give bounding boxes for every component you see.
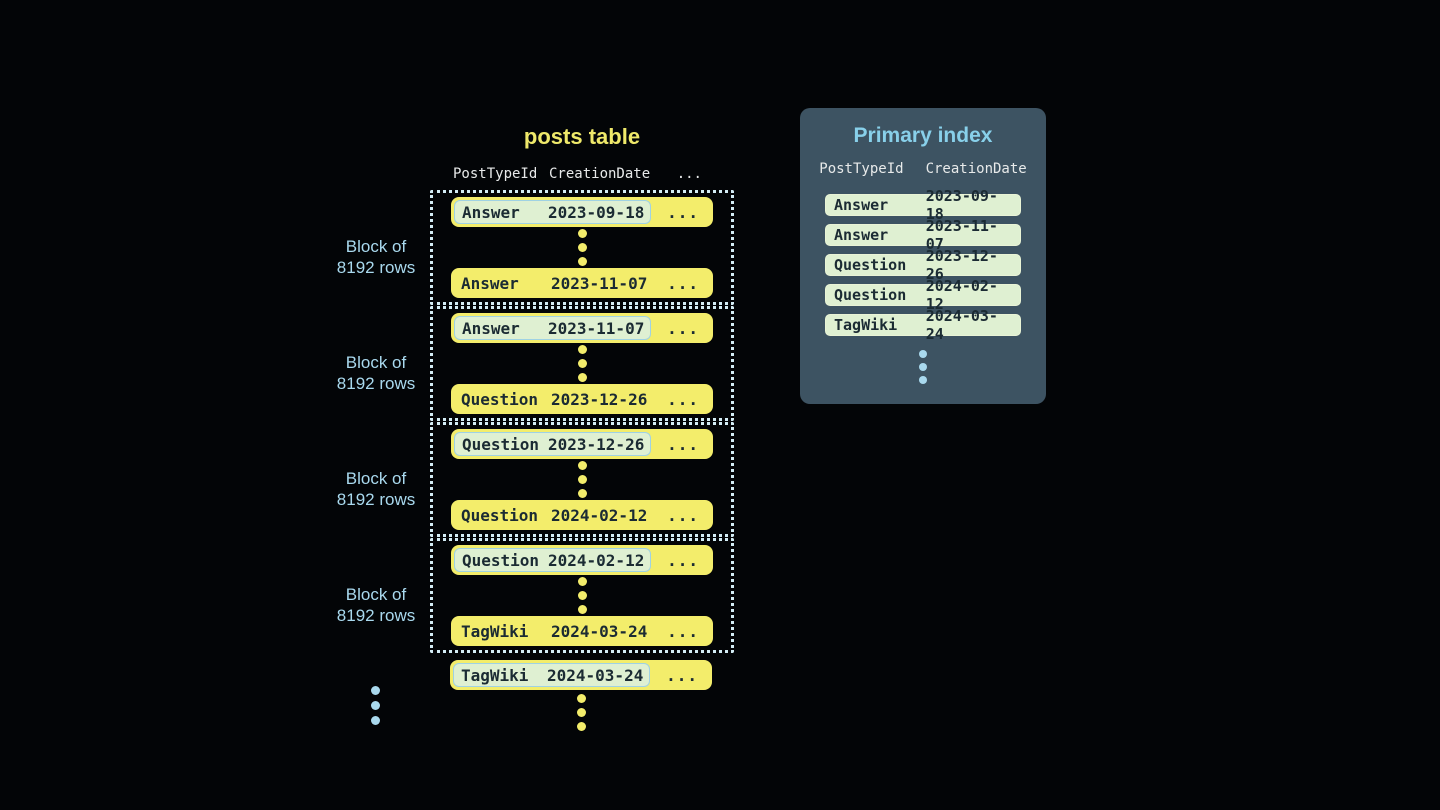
block-label-2: Block of 8192 rows: [336, 353, 416, 393]
block-label-1: Block of 8192 rows: [336, 237, 416, 277]
table-row-next-block-first: TagWiki 2024-03-24 ...: [450, 660, 712, 690]
rows-ellipsis-dots: [577, 229, 587, 266]
column-header-creationdate: CreationDate: [549, 166, 651, 182]
table-row-last-of-block: Answer 2023-11-07 ...: [451, 268, 713, 298]
row-more-ellipsis: ...: [667, 550, 699, 570]
indexed-row-highlight: Question 2024-02-12: [454, 548, 651, 572]
block-label-3: Block of 8192 rows: [336, 469, 416, 509]
primary-index-panel: Primary index PostTypeId CreationDate An…: [800, 108, 1046, 404]
rows-ellipsis-dots: [577, 461, 587, 498]
table-row-first-of-block: Question 2024-02-12 ...: [451, 545, 713, 575]
indexed-row-highlight: Answer 2023-09-18: [454, 200, 651, 224]
column-header-more-ellipsis: ...: [676, 166, 702, 182]
block-1: Answer 2023-09-18 ... Answer 2023-11-07 …: [430, 190, 734, 305]
index-column-header-creationdate: CreationDate: [925, 161, 1027, 177]
primary-index-rows: Answer 2023-09-18 Answer 2023-11-07 Ques…: [800, 187, 1046, 343]
table-row-last-of-block: TagWiki 2024-03-24 ...: [451, 616, 713, 646]
primary-index-column-headers: PostTypeId CreationDate: [800, 161, 1046, 177]
index-entry: TagWiki 2024-03-24: [825, 307, 1021, 343]
table-row-first-of-block: Answer 2023-09-18 ...: [451, 197, 713, 227]
table-row-last-of-block: Question 2023-12-26 ...: [451, 384, 713, 414]
indexed-row-highlight: Answer 2023-11-07: [454, 316, 651, 340]
index-entry: Question 2023-12-26: [825, 247, 1021, 283]
row-more-ellipsis: ...: [667, 389, 699, 409]
index-column-header-posttypeid: PostTypeId: [819, 161, 904, 177]
posts-table-title: posts table: [523, 124, 641, 149]
block-4: Question 2024-02-12 ... TagWiki 2024-03-…: [430, 538, 734, 653]
table-row-first-of-block: Answer 2023-11-07 ...: [451, 313, 713, 343]
indexed-row-highlight: Question 2023-12-26: [454, 432, 651, 456]
rows-ellipsis-dots: [577, 345, 587, 382]
row-more-ellipsis: ...: [667, 505, 699, 525]
row-more-ellipsis: ...: [667, 273, 699, 293]
index-entry: Answer 2023-11-07: [825, 217, 1021, 253]
more-index-entries-ellipsis-dots: [800, 350, 1046, 384]
row-more-ellipsis: ...: [667, 202, 699, 222]
index-entry: Question 2024-02-12: [825, 277, 1021, 313]
row-more-ellipsis: ...: [667, 318, 699, 338]
block-2: Answer 2023-11-07 ... Question 2023-12-2…: [430, 306, 734, 421]
indexed-row-highlight: TagWiki 2024-03-24: [453, 663, 650, 687]
rows-ellipsis-dots: [577, 577, 587, 614]
block-label-4: Block of 8192 rows: [336, 585, 416, 625]
row-more-ellipsis: ...: [667, 434, 699, 454]
table-row-last-of-block: Question 2024-02-12 ...: [451, 500, 713, 530]
block-3: Question 2023-12-26 ... Question 2024-02…: [430, 422, 734, 537]
more-blocks-ellipsis-dots: [371, 686, 380, 725]
table-row-first-of-block: Question 2023-12-26 ...: [451, 429, 713, 459]
column-header-posttypeid: PostTypeId: [453, 166, 538, 182]
index-entry: Answer 2023-09-18: [825, 187, 1021, 223]
primary-index-title: Primary index: [853, 124, 993, 147]
more-rows-ellipsis-dots: [577, 694, 586, 731]
row-more-ellipsis: ...: [666, 665, 698, 685]
row-more-ellipsis: ...: [667, 621, 699, 641]
posts-table-column-headers: PostTypeId CreationDate ...: [450, 166, 712, 182]
